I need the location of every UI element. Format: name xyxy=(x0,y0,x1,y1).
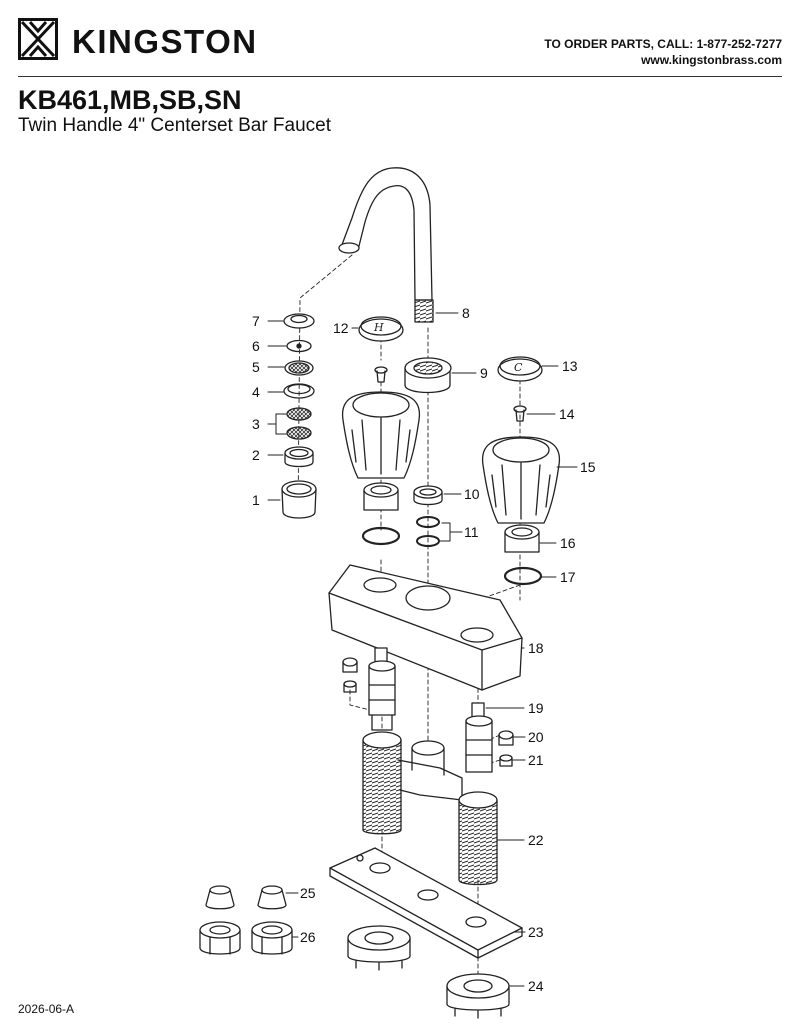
label-13: 13 xyxy=(562,358,578,374)
part-15-handle xyxy=(341,391,561,524)
label-23: 23 xyxy=(528,924,544,940)
part-2-aerator-insert xyxy=(284,446,314,468)
leader-lines xyxy=(267,312,578,987)
part-10-spout-adapter xyxy=(413,485,443,506)
kingston-logo-icon xyxy=(18,18,58,60)
label-11: 11 xyxy=(464,524,479,540)
part-14-screw xyxy=(374,366,527,422)
label-2: 2 xyxy=(252,447,260,463)
part-25-ferrule xyxy=(205,885,287,910)
label-20: 20 xyxy=(528,729,544,745)
label-10: 10 xyxy=(464,486,480,502)
part-1-aerator-housing xyxy=(281,480,317,519)
label-22: 22 xyxy=(528,832,544,848)
svg-text:H: H xyxy=(373,321,384,334)
label-5: 5 xyxy=(252,359,260,375)
part-9-spout-nut xyxy=(404,357,452,394)
part-8-spout xyxy=(338,167,434,323)
label-14: 14 xyxy=(559,406,575,422)
part-20-seat xyxy=(498,730,514,746)
part-4-aerator-ring xyxy=(283,383,315,399)
label-26: 26 xyxy=(300,929,316,945)
label-12: 12 xyxy=(333,320,349,336)
label-19: 19 xyxy=(528,700,544,716)
label-4: 4 xyxy=(252,384,260,400)
label-25: 25 xyxy=(300,885,316,901)
label-9: 9 xyxy=(480,365,488,381)
part-18-body-cover xyxy=(328,564,523,691)
part-26-coupling-nut xyxy=(199,921,293,955)
part-7-washer xyxy=(283,313,315,329)
label-16: 16 xyxy=(560,535,576,551)
order-phone: TO ORDER PARTS, CALL: 1-877-252-7277 xyxy=(544,37,782,51)
part-24-mounting-nut xyxy=(347,925,510,1019)
part-17-o-ring xyxy=(361,526,543,586)
model-number: KB461,MB,SB,SN xyxy=(18,85,242,115)
svg-text:C: C xyxy=(514,361,523,374)
website-link[interactable]: www.kingstonbrass.com xyxy=(641,53,782,67)
part-11-o-rings xyxy=(416,516,440,547)
part-21-spring xyxy=(499,754,513,767)
part-19-cartridge xyxy=(465,702,493,773)
part-5-flow-disc xyxy=(284,360,314,376)
label-24: 24 xyxy=(528,978,544,994)
part-left-seat xyxy=(342,657,358,693)
part-6-small-washer xyxy=(286,339,312,353)
label-18: 18 xyxy=(528,640,544,656)
brand-name: KINGSTON xyxy=(72,23,258,60)
label-3: 3 xyxy=(252,416,260,432)
label-17: 17 xyxy=(560,569,576,585)
part-left-cartridge xyxy=(368,647,396,731)
part-13-cold-cap: C xyxy=(497,356,543,382)
label-15: 15 xyxy=(580,459,596,475)
part-3-screens xyxy=(286,407,312,440)
label-8: 8 xyxy=(462,305,470,321)
header-divider xyxy=(18,76,782,77)
part-16-bonnet xyxy=(363,482,540,553)
label-1: 1 xyxy=(252,492,260,508)
label-6: 6 xyxy=(252,338,260,354)
part-labels: 1 2 3 4 5 6 7 8 9 10 11 12 13 14 15 16 1… xyxy=(252,305,596,994)
order-contact: TO ORDER PARTS, CALL: 1-877-252-7277 www… xyxy=(544,36,782,68)
part-23-gasket-plate xyxy=(329,847,523,959)
part-22-valve-body xyxy=(362,731,498,886)
product-title: Twin Handle 4" Centerset Bar Faucet xyxy=(18,115,332,136)
label-7: 7 xyxy=(252,313,260,329)
part-12-hot-cap: H xyxy=(358,316,404,342)
document-number: 2026-06-A xyxy=(18,1002,75,1016)
label-21: 21 xyxy=(528,752,544,768)
